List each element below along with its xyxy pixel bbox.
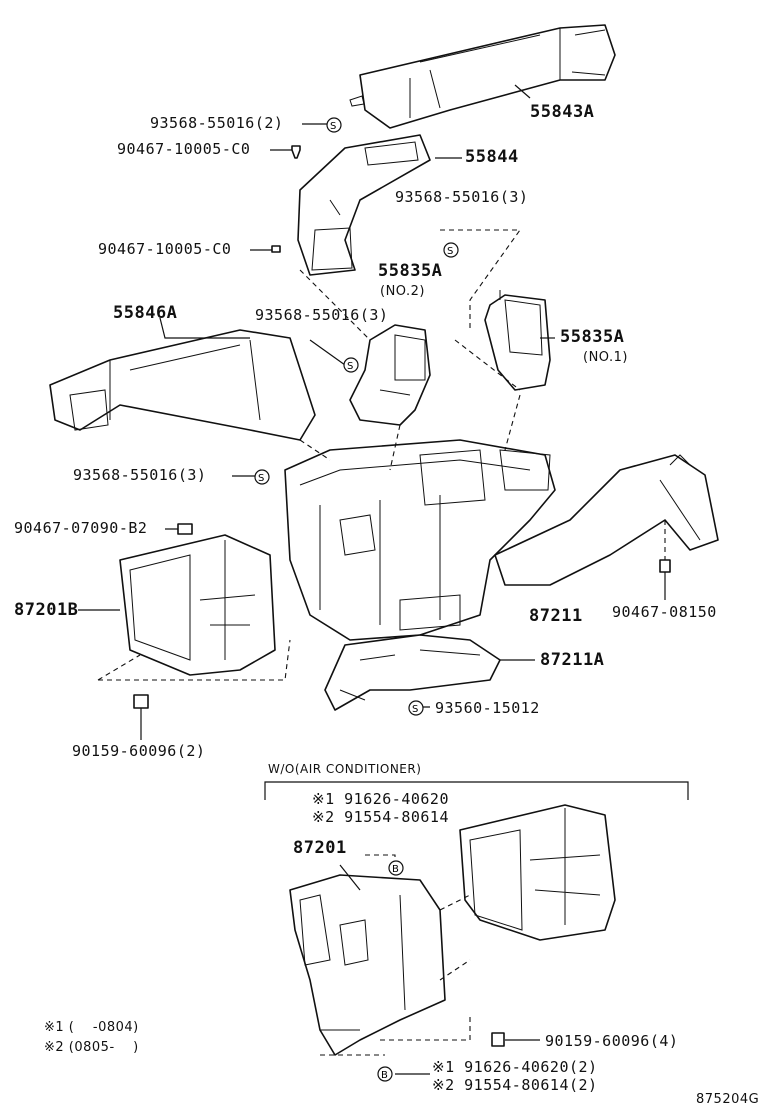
label-ref2-bottom: ※2 91554-80614(2): [432, 1076, 598, 1094]
label-ref1-bottom: ※1 91626-40620(2): [432, 1058, 598, 1076]
s-symbols: S S S S S: [254, 117, 459, 716]
duct-55846a: [49, 329, 316, 441]
label-ref2-top: ※2 91554-80614: [312, 808, 449, 826]
assembly-lines: [97, 229, 666, 1056]
label-55846a: 55846A: [113, 303, 178, 323]
label-90159-60096-4: 90159-60096(4): [545, 1032, 679, 1050]
note-1: ※1 ( -0804): [44, 1020, 139, 1035]
svg-text:S: S: [412, 704, 418, 715]
label-55835a-no1: 55835A: [560, 327, 625, 347]
label-wo-air-conditioner: W/O(AIR CONDITIONER): [268, 762, 422, 776]
duct-55844: [297, 134, 431, 276]
label-90467-10005-c0-mid: 90467-10005-C0: [98, 240, 232, 258]
svg-text:B: B: [392, 864, 399, 875]
label-55844: 55844: [465, 147, 519, 167]
label-no1: (NO.1): [583, 350, 628, 365]
svg-text:S: S: [258, 473, 264, 484]
label-93568-55016-3c: 93568-55016(3): [73, 466, 207, 484]
label-87201: 87201: [293, 838, 347, 858]
label-93560-15012: 93560-15012: [435, 699, 540, 717]
label-87211: 87211: [529, 606, 583, 626]
duct-87211a: [324, 634, 501, 711]
label-no2: (NO.2): [380, 284, 425, 299]
label-93568-55016-3b: 93568-55016(3): [255, 306, 389, 324]
heater-unit: [284, 439, 556, 641]
diagram-code: 875204G: [696, 1092, 760, 1107]
housing-lower-right: [459, 804, 616, 941]
label-90467-10005-c0-top: 90467-10005-C0: [117, 140, 251, 158]
housing-87201b: [119, 534, 276, 676]
duct-55835a-no2: [349, 324, 431, 426]
duct-55835a-no1: [484, 290, 551, 391]
svg-text:S: S: [330, 121, 336, 132]
label-ref1-top: ※1 91626-40620: [312, 790, 449, 808]
duct-55843a: [349, 24, 616, 129]
svg-text:B: B: [381, 1070, 388, 1081]
fasteners: [133, 145, 671, 1047]
label-90467-08150: 90467-08150: [612, 603, 717, 621]
svg-text:S: S: [347, 361, 353, 372]
label-55835a-no2: 55835A: [378, 261, 443, 281]
label-87211a: 87211A: [540, 650, 605, 670]
label-93568-55016-3a: 93568-55016(3): [395, 188, 529, 206]
label-90467-07090-b2: 90467-07090-B2: [14, 519, 148, 537]
svg-text:S: S: [447, 246, 453, 257]
label-55843a: 55843A: [530, 102, 595, 122]
label-90159-60096-2: 90159-60096(2): [72, 742, 206, 760]
label-93568-55016-2: 93568-55016(2): [150, 114, 284, 132]
wo-ac-bracket: [264, 781, 689, 800]
note-2: ※2 (0805- ): [44, 1040, 139, 1055]
heater-unit-87201: [289, 874, 446, 1056]
b-symbols: B B: [377, 860, 404, 1082]
label-87201b: 87201B: [14, 600, 79, 620]
duct-87211: [494, 454, 719, 586]
leader-lines: [78, 84, 666, 1075]
